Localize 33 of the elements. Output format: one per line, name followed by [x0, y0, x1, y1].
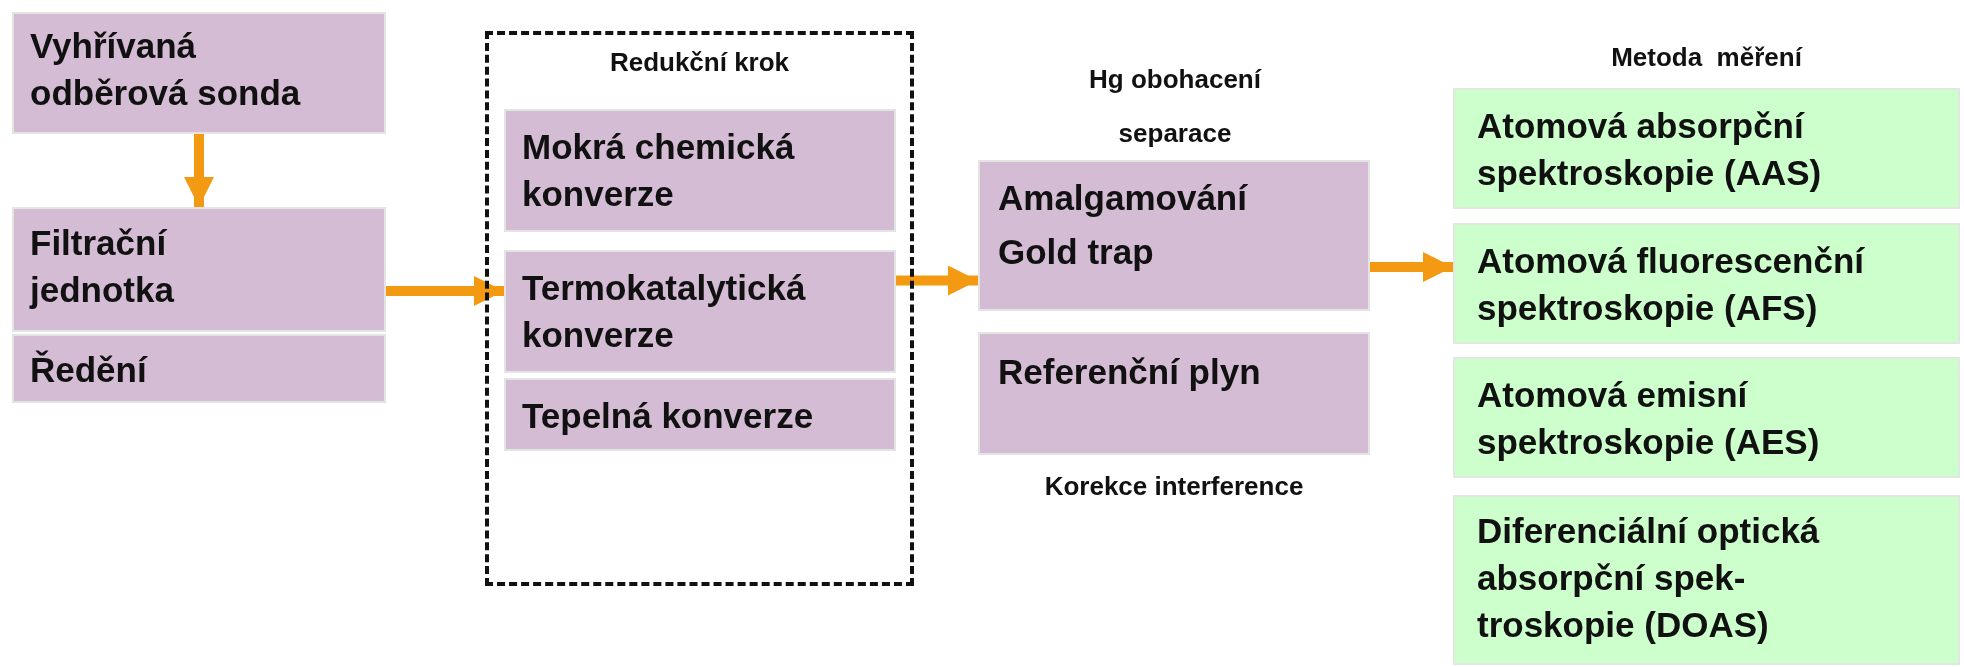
arrow	[386, 276, 504, 306]
box-text: Atomová fluorescenční spektroskopie (AFS)	[1477, 240, 1866, 329]
dashed-group-frame	[485, 31, 914, 586]
arrow	[184, 134, 214, 207]
box-text: Termokatalytická konverze	[522, 267, 807, 356]
note-text: Korekce interference	[1043, 470, 1305, 503]
process-box	[504, 109, 896, 232]
box-text: Atomová emisní spektroskopie (AES)	[1477, 374, 1821, 463]
box-text: Gold trap	[998, 231, 1155, 273]
box-text: Tepelná konverze	[522, 395, 815, 437]
column-heading: Metoda měření	[1610, 41, 1804, 74]
box-text: Diferenciální optická absorpční spek- troskopie (DOAS)	[1477, 510, 1821, 646]
group-heading: Redukční krok	[608, 46, 791, 79]
process-box	[504, 378, 896, 451]
process-box	[12, 12, 386, 134]
box-text: Referenční plyn	[998, 351, 1262, 393]
arrow	[1370, 252, 1453, 282]
method-box	[1453, 357, 1960, 478]
box-text: Mokrá chemická konverze	[522, 126, 796, 215]
box-text: Amalgamování	[998, 177, 1249, 219]
process-box	[978, 332, 1370, 455]
arrow	[896, 265, 978, 296]
box-text: Vyhřívaná odběrová sonda	[30, 25, 302, 114]
group-heading: Hg obohacení separace	[1088, 63, 1263, 150]
process-box	[12, 207, 386, 332]
method-box	[1453, 495, 1960, 665]
box-text: Ředění	[30, 349, 149, 391]
method-box	[1453, 88, 1960, 209]
box-text: Atomová absorpční spektroskopie (AAS)	[1477, 105, 1823, 194]
box-text: Filtrační jednotka	[30, 222, 176, 311]
method-box	[1453, 223, 1960, 344]
process-box	[12, 334, 386, 403]
process-box	[504, 250, 896, 373]
